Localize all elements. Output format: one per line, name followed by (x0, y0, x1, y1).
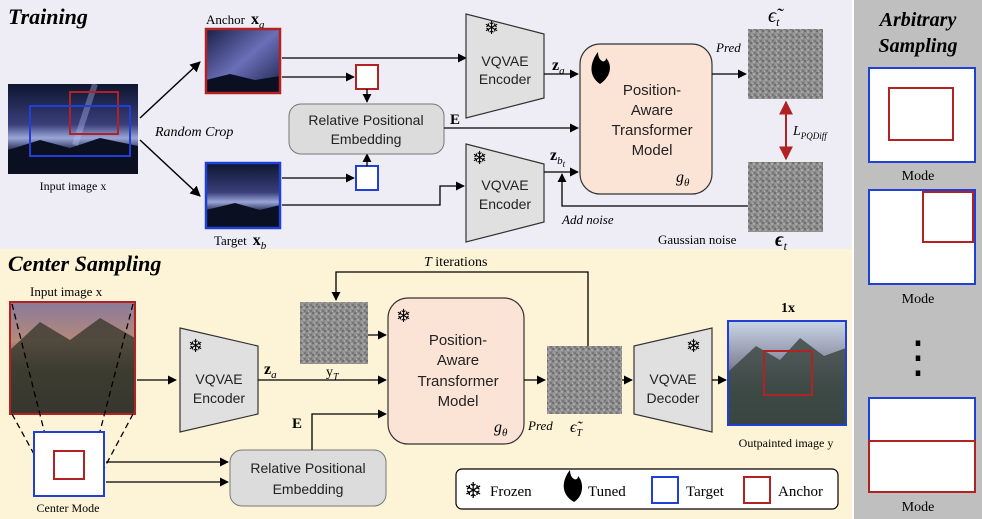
t-iterations-loop (331, 271, 589, 346)
training-pat-line4: Model (632, 142, 673, 159)
training-pred-noise (748, 29, 823, 99)
center-za-label: za (264, 361, 277, 381)
center-mode-anchor (53, 450, 85, 480)
training-pred-label: Pred (715, 40, 741, 55)
arbitrary-title-2: Sampling (879, 35, 958, 57)
training-encoder-top (465, 13, 545, 119)
training-enc-bot-line2: Encoder (479, 196, 531, 212)
legend-anchor-swatch (743, 476, 771, 504)
center-enc-line1: VQVAE (195, 371, 242, 387)
center-rpe-line1: Relative Positional (250, 460, 365, 476)
training-rpe-line1: Relative Positional (308, 112, 423, 128)
center-rpe-box (229, 449, 387, 507)
training-enc-top-line1: VQVAE (481, 53, 528, 69)
center-dec-line2: Decoder (647, 390, 700, 406)
target-to-encoder-line (282, 181, 465, 206)
flame-icon (591, 52, 610, 84)
legend-tuned: Tuned (588, 484, 626, 500)
training-input-label: Input image x (40, 179, 107, 193)
center-pat-line2: Aware (437, 352, 479, 369)
center-pat-line4: Model (438, 393, 479, 410)
anchor-image (204, 27, 282, 95)
mode-1-label: Mode (902, 169, 935, 184)
loss-label: LPQDiff (792, 124, 828, 141)
training-transformer-box (579, 43, 713, 195)
legend-frozen: Frozen (490, 484, 532, 500)
snowflake-icon: ❄ (464, 479, 482, 504)
snowflake-icon: ❄ (484, 18, 499, 39)
snowflake-icon: ❄ (188, 336, 203, 357)
mode-2-label: Mode (902, 292, 935, 307)
snowflake-icon: ❄ (472, 148, 487, 169)
mode-3-anchor (868, 440, 976, 493)
center-pat-line1: Position- (429, 332, 487, 349)
training-rpe-box (288, 103, 445, 155)
legend-target: Target (686, 484, 725, 500)
mode-ellipsis: ⋮ (896, 333, 940, 382)
center-yT-label: yT (326, 365, 340, 383)
legend-box (455, 468, 839, 510)
training-pat-line3: Transformer (611, 122, 692, 139)
center-input-image (9, 301, 136, 415)
t-iterations-label: T iterations (424, 255, 487, 270)
center-rpe-to-transformer (311, 409, 387, 450)
gaussian-noise-label: Gaussian noise (658, 232, 737, 247)
eps-t: ϵt (775, 229, 788, 253)
za-label: za (552, 57, 565, 77)
center-decoder (633, 327, 713, 433)
training-pat-line1: Position- (623, 82, 681, 99)
mode-dash-left (11, 413, 47, 477)
center-enc-line2: Encoder (193, 390, 245, 406)
center-dec-line1: VQVAE (649, 371, 696, 387)
center-output-image (727, 320, 847, 426)
snowflake-icon: ❄ (686, 336, 701, 357)
center-yT-noise (300, 302, 368, 364)
training-E-label: E (450, 112, 460, 128)
training-g-theta: gθ (676, 169, 690, 189)
center-out-label: Outpainted image y (739, 436, 834, 450)
snowflake-icon: ❄ (396, 306, 411, 327)
training-pat-line2: Aware (631, 102, 673, 119)
legend-target-swatch (651, 476, 679, 504)
training-title: Training (8, 4, 88, 29)
arbitrary-title-1: Arbitrary (878, 9, 957, 31)
add-noise-label: Add noise (561, 212, 614, 227)
random-crop-label: Random Crop (154, 125, 233, 140)
anchor-position-box (355, 64, 379, 90)
center-E-label: E (292, 416, 302, 432)
target-position-box (355, 165, 379, 191)
center-scale-label: 1x (781, 301, 795, 316)
center-mode-label: Center Mode (37, 501, 100, 515)
center-input-label: Input image x (30, 284, 103, 299)
center-g-theta: gθ (494, 419, 508, 439)
add-noise-line (557, 173, 748, 207)
training-encoder-bottom (465, 143, 545, 243)
mode-dash-right (99, 413, 134, 477)
zbt-label: zbt (550, 147, 566, 169)
mode-1-anchor (888, 87, 954, 141)
crop-arrow-target (139, 139, 201, 197)
center-rpe-line2: Embedding (273, 481, 344, 497)
center-pred-label: Pred (527, 418, 553, 433)
legend-anchor: Anchor (778, 484, 823, 500)
crop-arrow-anchor (139, 61, 201, 119)
mode-2-anchor (922, 191, 974, 243)
training-enc-bot-line1: VQVAE (481, 177, 528, 193)
training-input-image (8, 83, 138, 174)
mode-3-label: Mode (902, 500, 935, 515)
center-encoder (179, 327, 259, 433)
target-image (204, 161, 282, 230)
center-pat-line3: Transformer (417, 373, 498, 390)
flame-icon (563, 470, 583, 502)
center-title: Center Sampling (8, 251, 161, 276)
training-rpe-line2: Embedding (331, 131, 402, 147)
center-pred-noise (547, 346, 622, 414)
gaussian-noise-image (748, 162, 823, 232)
training-enc-top-line2: Encoder (479, 71, 531, 87)
center-transformer-box (387, 297, 525, 445)
